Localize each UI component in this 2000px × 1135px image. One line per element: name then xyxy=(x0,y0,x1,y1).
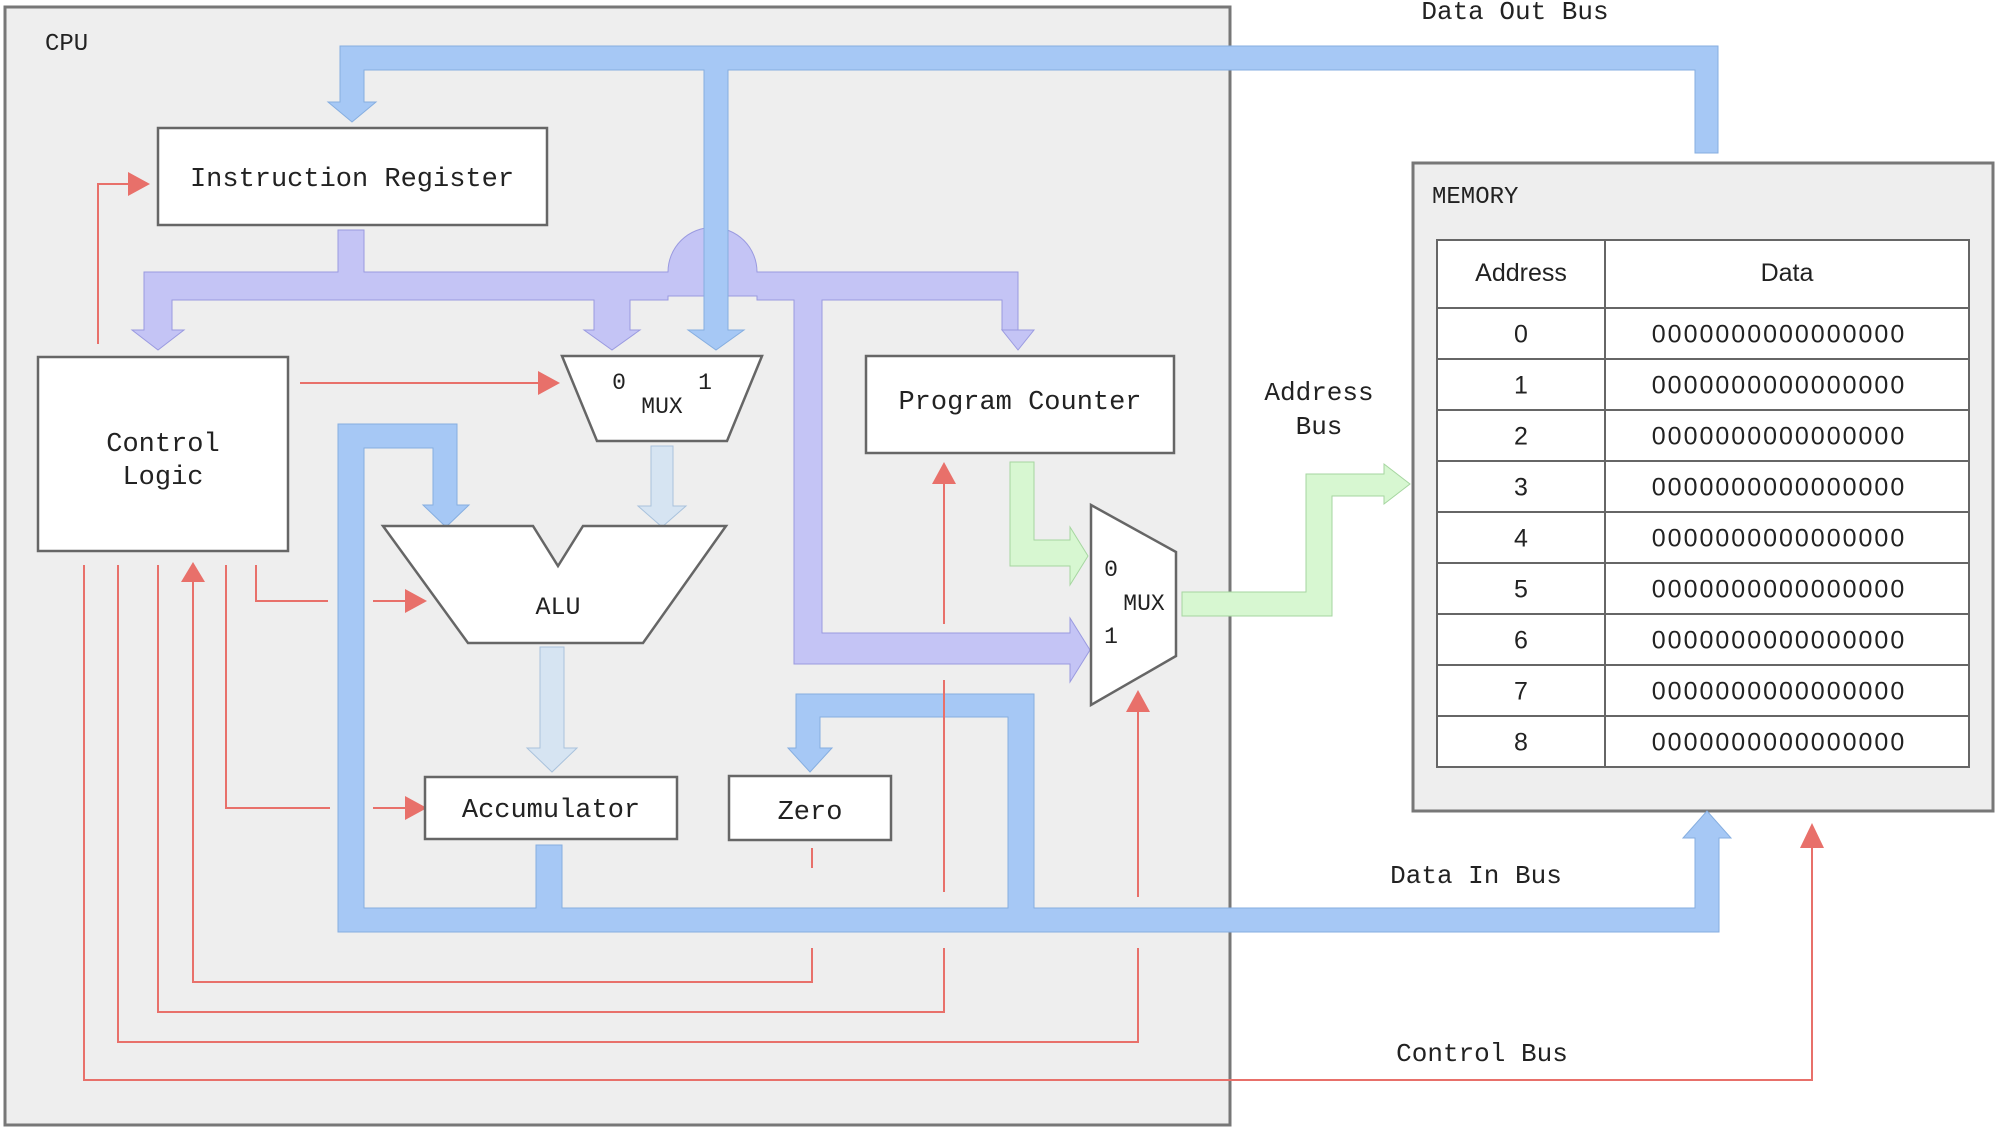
memory-data-value: 0000000000000000 xyxy=(1652,576,1906,604)
mux-right-label: MUX xyxy=(1123,591,1165,617)
memory-address-cell xyxy=(1436,562,1606,615)
memory-data-value: 0000000000000000 xyxy=(1652,678,1906,706)
mux-top-input0: 0 xyxy=(612,370,626,396)
data-in-bus xyxy=(337,423,1733,933)
instruction-bus xyxy=(130,227,1091,684)
memory-header-address-cell xyxy=(1436,239,1606,309)
program-counter-label: Program Counter xyxy=(898,388,1141,418)
memory-address-cell xyxy=(1436,358,1606,411)
control-lines xyxy=(83,183,1813,1081)
memory-address-cell xyxy=(1436,613,1606,666)
address-bus-label-line2: Bus xyxy=(1296,412,1343,442)
zero-flag-box xyxy=(727,774,893,842)
mux-top xyxy=(560,354,764,443)
memory-address-cell xyxy=(1436,460,1606,513)
mux-right-input1: 1 xyxy=(1104,624,1118,650)
alu-to-accumulator-arrow xyxy=(525,646,579,773)
memory-address-value: 2 xyxy=(1514,423,1528,451)
control-logic-box xyxy=(36,355,290,553)
program-counter-box xyxy=(864,354,1176,455)
memory-address-value: 8 xyxy=(1514,729,1528,757)
cpu-label: CPU xyxy=(45,31,88,58)
alu-control-arrowhead xyxy=(405,589,427,613)
alu-label: ALU xyxy=(535,593,580,622)
control-bus-label: Control Bus xyxy=(1396,1039,1568,1069)
control-logic-label-line1: Control xyxy=(106,430,219,460)
memory-data-value: 0000000000000000 xyxy=(1652,525,1906,553)
accumulator-label: Accumulator xyxy=(462,796,640,826)
memory-address-cell xyxy=(1436,409,1606,462)
memory-data-value: 0000000000000000 xyxy=(1652,729,1906,757)
memory-data-value: 0000000000000000 xyxy=(1652,321,1906,349)
address-bus xyxy=(1181,462,1411,617)
mux-right xyxy=(1089,502,1178,708)
mux-to-alu-arrow xyxy=(636,445,688,528)
instruction-register-box xyxy=(156,126,549,227)
memory-data-cell xyxy=(1604,460,1970,513)
memory-control-arrowhead xyxy=(1800,823,1824,848)
memory-data-cell xyxy=(1604,409,1970,462)
memory-data-value: 0000000000000000 xyxy=(1652,627,1906,655)
zero-flag-label: Zero xyxy=(778,798,843,828)
memory-data-cell xyxy=(1604,562,1970,615)
mux-top-label: MUX xyxy=(641,394,683,420)
address-bus-label-line1: Address xyxy=(1264,378,1373,408)
data-out-bus xyxy=(326,45,1719,351)
memory-header-data: Data xyxy=(1761,259,1814,287)
mux-right-control-arrowhead xyxy=(1126,690,1150,712)
accumulator-box xyxy=(423,775,679,841)
ir-control-arrowhead xyxy=(128,172,150,196)
control-arrowheads xyxy=(128,172,1824,848)
memory-data-value: 0000000000000000 xyxy=(1652,474,1906,502)
instruction-register-label: Instruction Register xyxy=(190,165,514,195)
memory-data-cell xyxy=(1604,358,1970,411)
control-logic-label-line2: Logic xyxy=(122,463,203,493)
memory-data-value: 0000000000000000 xyxy=(1652,423,1906,451)
pc-to-mux-arrow xyxy=(1009,461,1089,587)
memory-address-value: 6 xyxy=(1514,627,1528,655)
memory-address-value: 5 xyxy=(1514,576,1528,604)
memory-address-value: 0 xyxy=(1514,321,1528,349)
memory-header-address: Address xyxy=(1475,259,1567,287)
acc-control-arrowhead xyxy=(405,796,427,820)
mux-top-input1: 1 xyxy=(698,370,712,396)
memory-data-value: 0000000000000000 xyxy=(1652,372,1906,400)
memory-label: MEMORY xyxy=(1432,184,1518,211)
mux-right-input0: 0 xyxy=(1104,557,1118,583)
data-in-bus-label: Data In Bus xyxy=(1390,861,1562,891)
memory-address-cell xyxy=(1436,307,1606,360)
data-out-bus-label: Data Out Bus xyxy=(1421,0,1608,27)
zero-to-control-arrowhead xyxy=(181,562,205,582)
memory-address-value: 4 xyxy=(1514,525,1528,553)
alu-shape xyxy=(380,524,729,645)
memory-address-value: 7 xyxy=(1514,678,1528,706)
memory-address-value: 1 xyxy=(1514,372,1528,400)
memory-header-data-cell xyxy=(1604,239,1970,309)
memory-data-cell xyxy=(1604,715,1970,768)
memory-address-value: 3 xyxy=(1514,474,1528,502)
mux-control-arrowhead xyxy=(538,371,560,395)
pc-control-arrowhead xyxy=(932,462,956,484)
